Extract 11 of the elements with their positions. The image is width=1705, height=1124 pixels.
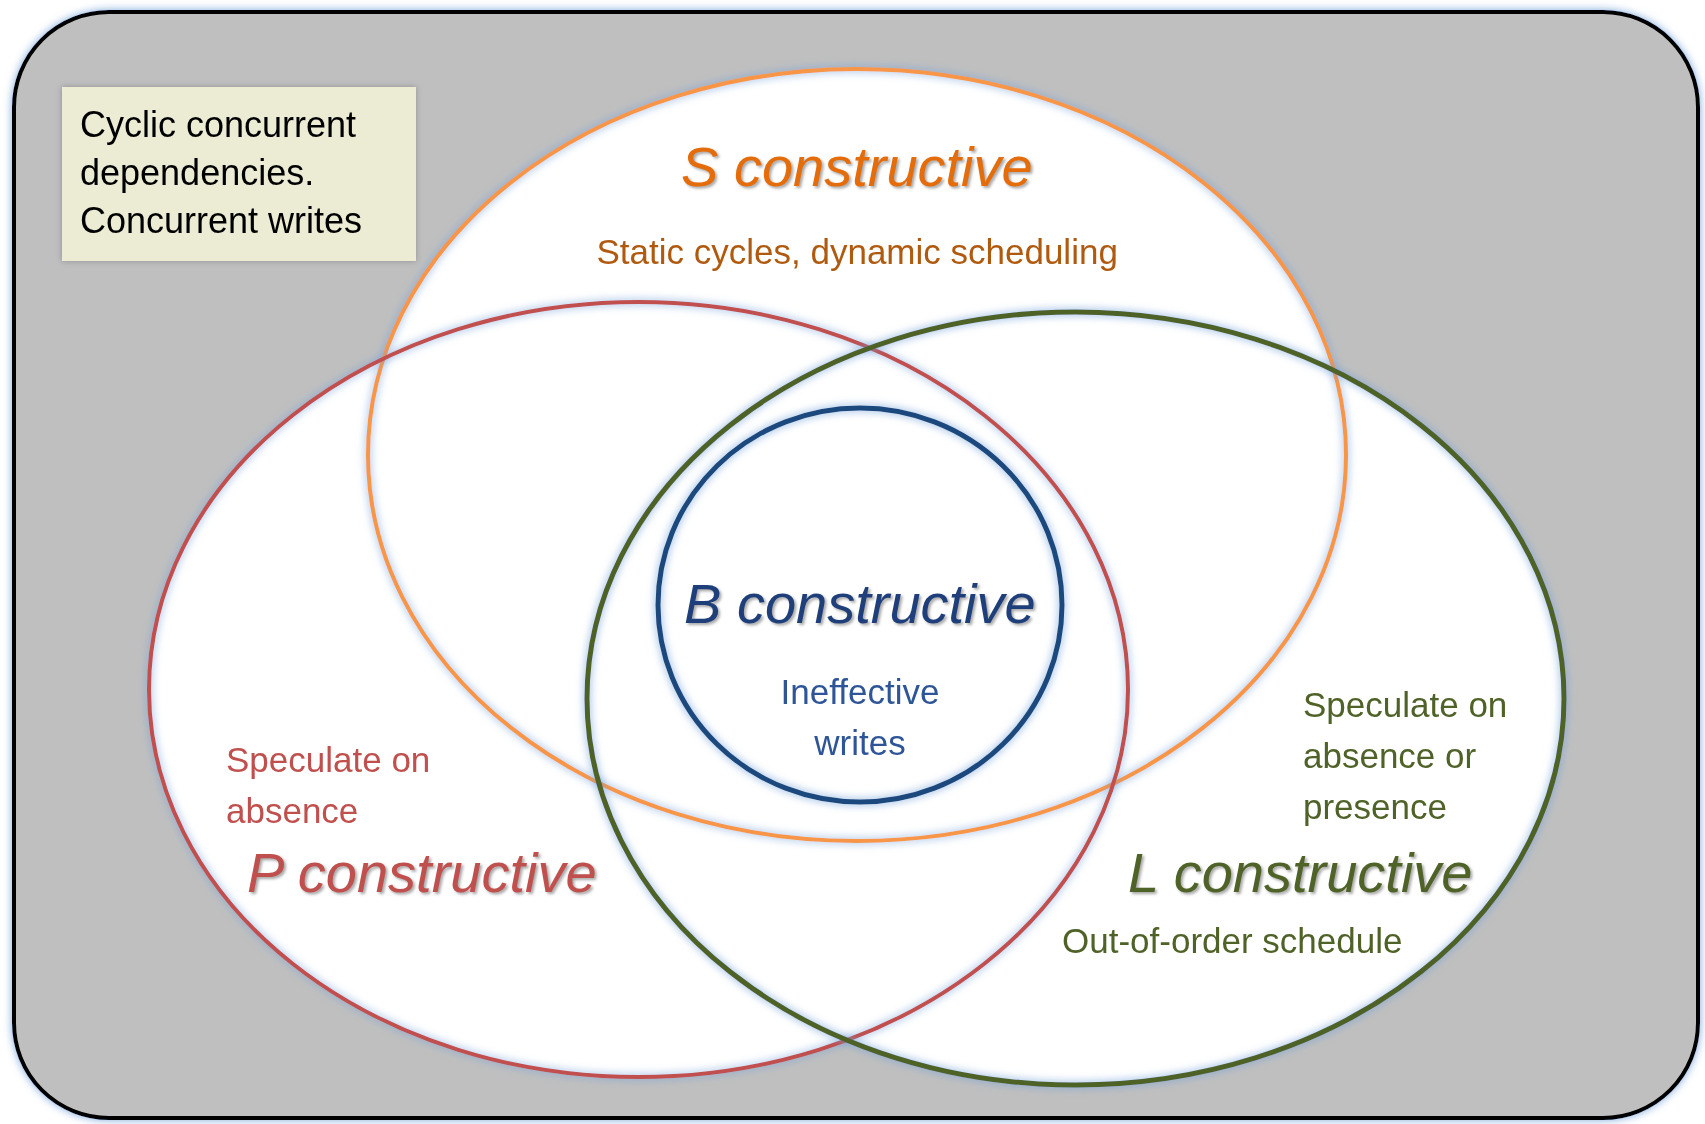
note-text: Cyclic concurrent dependencies. Concurrent writes <box>80 103 364 243</box>
set-title: S constructive <box>681 134 1033 200</box>
set-description: Ineffective writes <box>779 671 941 764</box>
set-description: Static cycles, dynamic scheduling <box>596 231 1118 273</box>
set-title: B constructive <box>684 571 1036 637</box>
set-description: Out-of-order schedule <box>1062 920 1403 962</box>
set-title: L constructive <box>1128 840 1473 906</box>
set-title: P constructive <box>247 840 597 906</box>
set-description: Speculate on absence or presence <box>1303 684 1509 828</box>
set-description: Speculate on absence <box>226 739 432 832</box>
note-box <box>62 87 416 261</box>
